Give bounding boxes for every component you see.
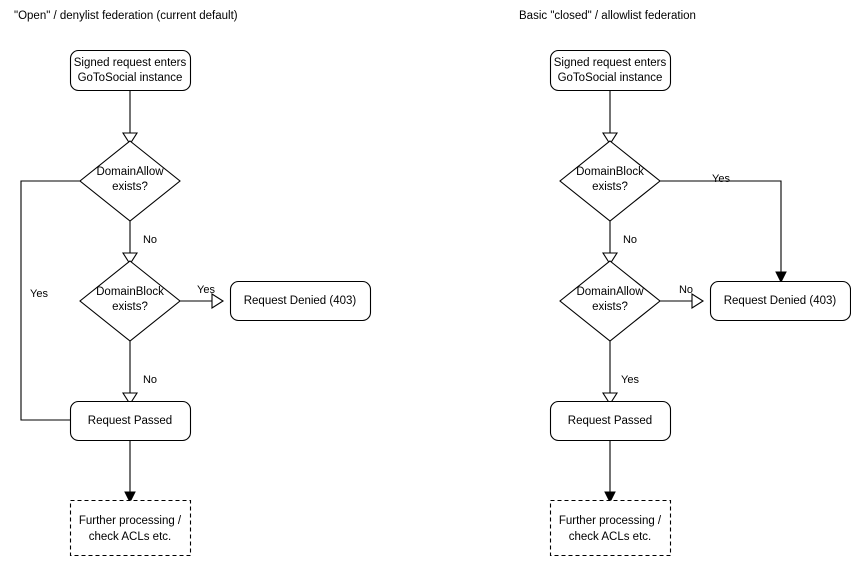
node-denied-label-right: Request Denied (403) [724, 295, 837, 307]
edge-label-domainblock-yes-right: Yes [712, 173, 730, 185]
node-denied-label-left: Request Denied (403) [244, 295, 357, 307]
diagram-open-denylist: "Open" / denylist federation (current de… [14, 10, 372, 557]
node-decision-label-line2-left-1: exists? [112, 181, 148, 193]
edge-domainblock-yes-to-denied-left: Yes [180, 284, 225, 310]
node-decision-label-line2-right-2: exists? [592, 301, 628, 313]
arrowhead-open [121, 252, 139, 266]
node-further-label-line2-right: check ACLs etc. [569, 531, 651, 543]
node-entry-label-line1-right: Signed request enters [554, 57, 667, 69]
arrowhead-open [601, 132, 619, 146]
node-denied-shape-left[interactable] [229, 280, 372, 322]
edge-domainblock-yes-to-denied-right: Yes [660, 173, 787, 284]
node-decision-label-line1-left-2: DomainBlock [96, 286, 164, 298]
edge-domainblock-no-to-passed-left: No [121, 341, 157, 406]
arrowhead-filled [124, 491, 136, 504]
edge-domainblock-no-to-domainallow-right: No [601, 221, 637, 266]
node-decision-label-line2-left-2: exists? [112, 301, 148, 313]
node-passed-label-left: Request Passed [88, 415, 172, 427]
edge-domainallow-no-to-domainblock-left: No [121, 221, 157, 266]
edge-domainallow-no-to-denied-right: No [660, 284, 705, 310]
edge-label-domainallow-yes-left: Yes [30, 288, 48, 300]
node-decision-label-line1-right-2: DomainAllow [576, 286, 644, 298]
arrowhead-open [601, 252, 619, 266]
arrowhead-open [121, 392, 139, 406]
edge-label-domainblock-no-right: No [623, 234, 637, 246]
node-further-label-line2-left: check ACLs etc. [89, 531, 171, 543]
arrowhead-filled [775, 271, 787, 284]
node-decision-label-line2-right-1: exists? [592, 181, 628, 193]
arrowhead-open [121, 132, 139, 146]
node-decision-domainblock-left[interactable]: DomainBlock exists? [79, 260, 181, 342]
node-decision-label-line1-left-1: DomainAllow [96, 166, 164, 178]
edge-label-domainblock-yes-left: Yes [197, 284, 215, 296]
edge-label-domainallow-no-right: No [679, 284, 693, 296]
node-entry-label-line2-right: GoToSocial instance [558, 72, 663, 84]
node-signed-request-entry-left[interactable]: Signed request enters GoToSocial instanc… [69, 49, 192, 92]
node-request-denied-right[interactable]: Request Denied (403) [709, 280, 851, 322]
edge-entry-to-domainblock-right [601, 90, 619, 146]
node-decision-domainallow-left[interactable]: DomainAllow exists? [79, 140, 181, 222]
edge-passed-to-further-right [604, 440, 616, 504]
edge-label-domainallow-yes-right: Yes [621, 374, 639, 386]
node-request-passed-left[interactable]: Request Passed [69, 400, 192, 442]
node-decision-domainallow-right[interactable]: DomainAllow exists? [559, 260, 661, 342]
edge-line [660, 180, 782, 273]
node-entry-label-line2-left: GoToSocial instance [78, 72, 183, 84]
arrowhead-open [691, 292, 705, 310]
arrowhead-open [211, 292, 225, 310]
edge-entry-to-domainallow-left [121, 90, 139, 146]
node-decision-label-line1-right-1: DomainBlock [576, 166, 644, 178]
diagram-title-closed-allowlist: Basic "closed" / allowlist federation [519, 10, 696, 22]
node-request-passed-right[interactable]: Request Passed [549, 400, 672, 442]
edge-label-domainallow-no-left: No [143, 234, 157, 246]
node-further-processing-left[interactable]: Further processing / check ACLs etc. [69, 499, 192, 557]
node-further-shape-right[interactable] [549, 499, 672, 557]
node-signed-request-entry-right[interactable]: Signed request enters GoToSocial instanc… [549, 49, 672, 92]
edge-domainallow-yes-to-passed-right: Yes [601, 341, 639, 406]
diagram-title-open-denylist: "Open" / denylist federation (current de… [14, 10, 238, 22]
diagram-closed-allowlist: Basic "closed" / allowlist federation Si… [519, 10, 851, 557]
arrowhead-open [601, 392, 619, 406]
edge-label-domainblock-no-left: No [143, 374, 157, 386]
node-further-processing-right[interactable]: Further processing / check ACLs etc. [549, 499, 672, 557]
node-further-label-line1-right: Further processing / [559, 515, 662, 527]
node-further-shape-left[interactable] [69, 499, 192, 557]
node-decision-domainblock-right[interactable]: DomainBlock exists? [559, 140, 661, 222]
node-passed-label-right: Request Passed [568, 415, 652, 427]
node-request-denied-left[interactable]: Request Denied (403) [229, 280, 372, 322]
edge-passed-to-further-left [124, 440, 136, 504]
arrowhead-filled [604, 491, 616, 504]
node-further-label-line1-left: Further processing / [79, 515, 182, 527]
node-entry-label-line1-left: Signed request enters [74, 57, 187, 69]
